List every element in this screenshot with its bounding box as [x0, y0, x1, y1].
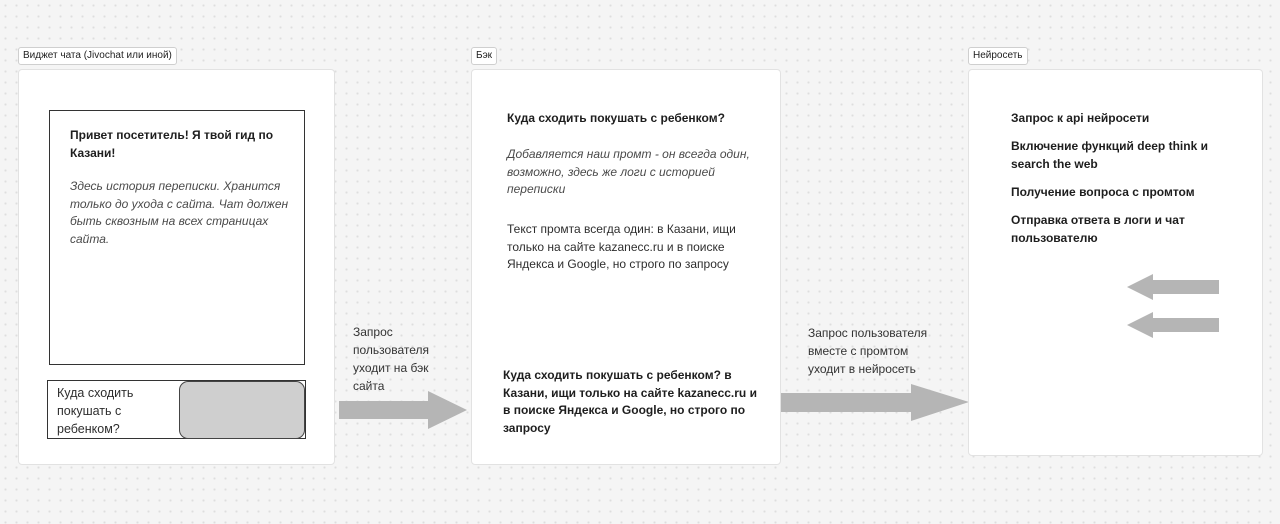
arrow1-caption: Запрос пользователя уходит на бэк сайта	[353, 325, 429, 393]
chat-input-text: Куда сходить покушать с ребенком?	[57, 386, 134, 436]
neural-frame-label: Нейросеть	[968, 47, 1028, 65]
neural-step-3: Получение вопроса с промтом	[1011, 185, 1195, 199]
neural-step-2: Включение функций deep think и search th…	[1011, 139, 1208, 171]
backend-prompt-note: Добавляется наш промт - он всегда один, …	[507, 147, 750, 196]
backend-combined-request: Куда сходить покушать с ребенком? в Каза…	[503, 368, 757, 435]
backend-frame: Куда сходить покушать с ребенком? Добавл…	[471, 69, 781, 465]
chat-history-note: Здесь история переписки. Хранится только…	[70, 179, 289, 246]
neural-step-1: Запрос к api нейросети	[1011, 111, 1150, 125]
backend-frame-label: Бэк	[471, 47, 498, 65]
arrow-left-icon	[1127, 274, 1219, 300]
chat-history-box	[49, 110, 305, 365]
backend-prompt-text: Текст промта всегда один: в Казани, ищи …	[507, 222, 736, 271]
widget-greeting: Привет посетитель! Я твой гид по Казани!	[70, 128, 274, 160]
neural-frame: Запрос к api нейросети Включение функций…	[968, 69, 1263, 456]
arrow-right-icon	[781, 384, 969, 421]
arrow-left-icon	[1127, 312, 1219, 338]
backend-question: Куда сходить покушать с ребенком?	[507, 111, 725, 125]
widget-frame-label: Виджет чата (Jivochat или иной)	[18, 47, 177, 65]
arrow2-caption: Запрос пользователя вместе с промтом ухо…	[808, 326, 928, 376]
arrow-right-icon	[339, 391, 467, 429]
send-button[interactable]	[179, 381, 305, 439]
widget-frame: Привет посетитель! Я твой гид по Казани!…	[18, 69, 335, 465]
neural-step-4: Отправка ответа в логи и чат пользовател…	[1011, 213, 1185, 245]
